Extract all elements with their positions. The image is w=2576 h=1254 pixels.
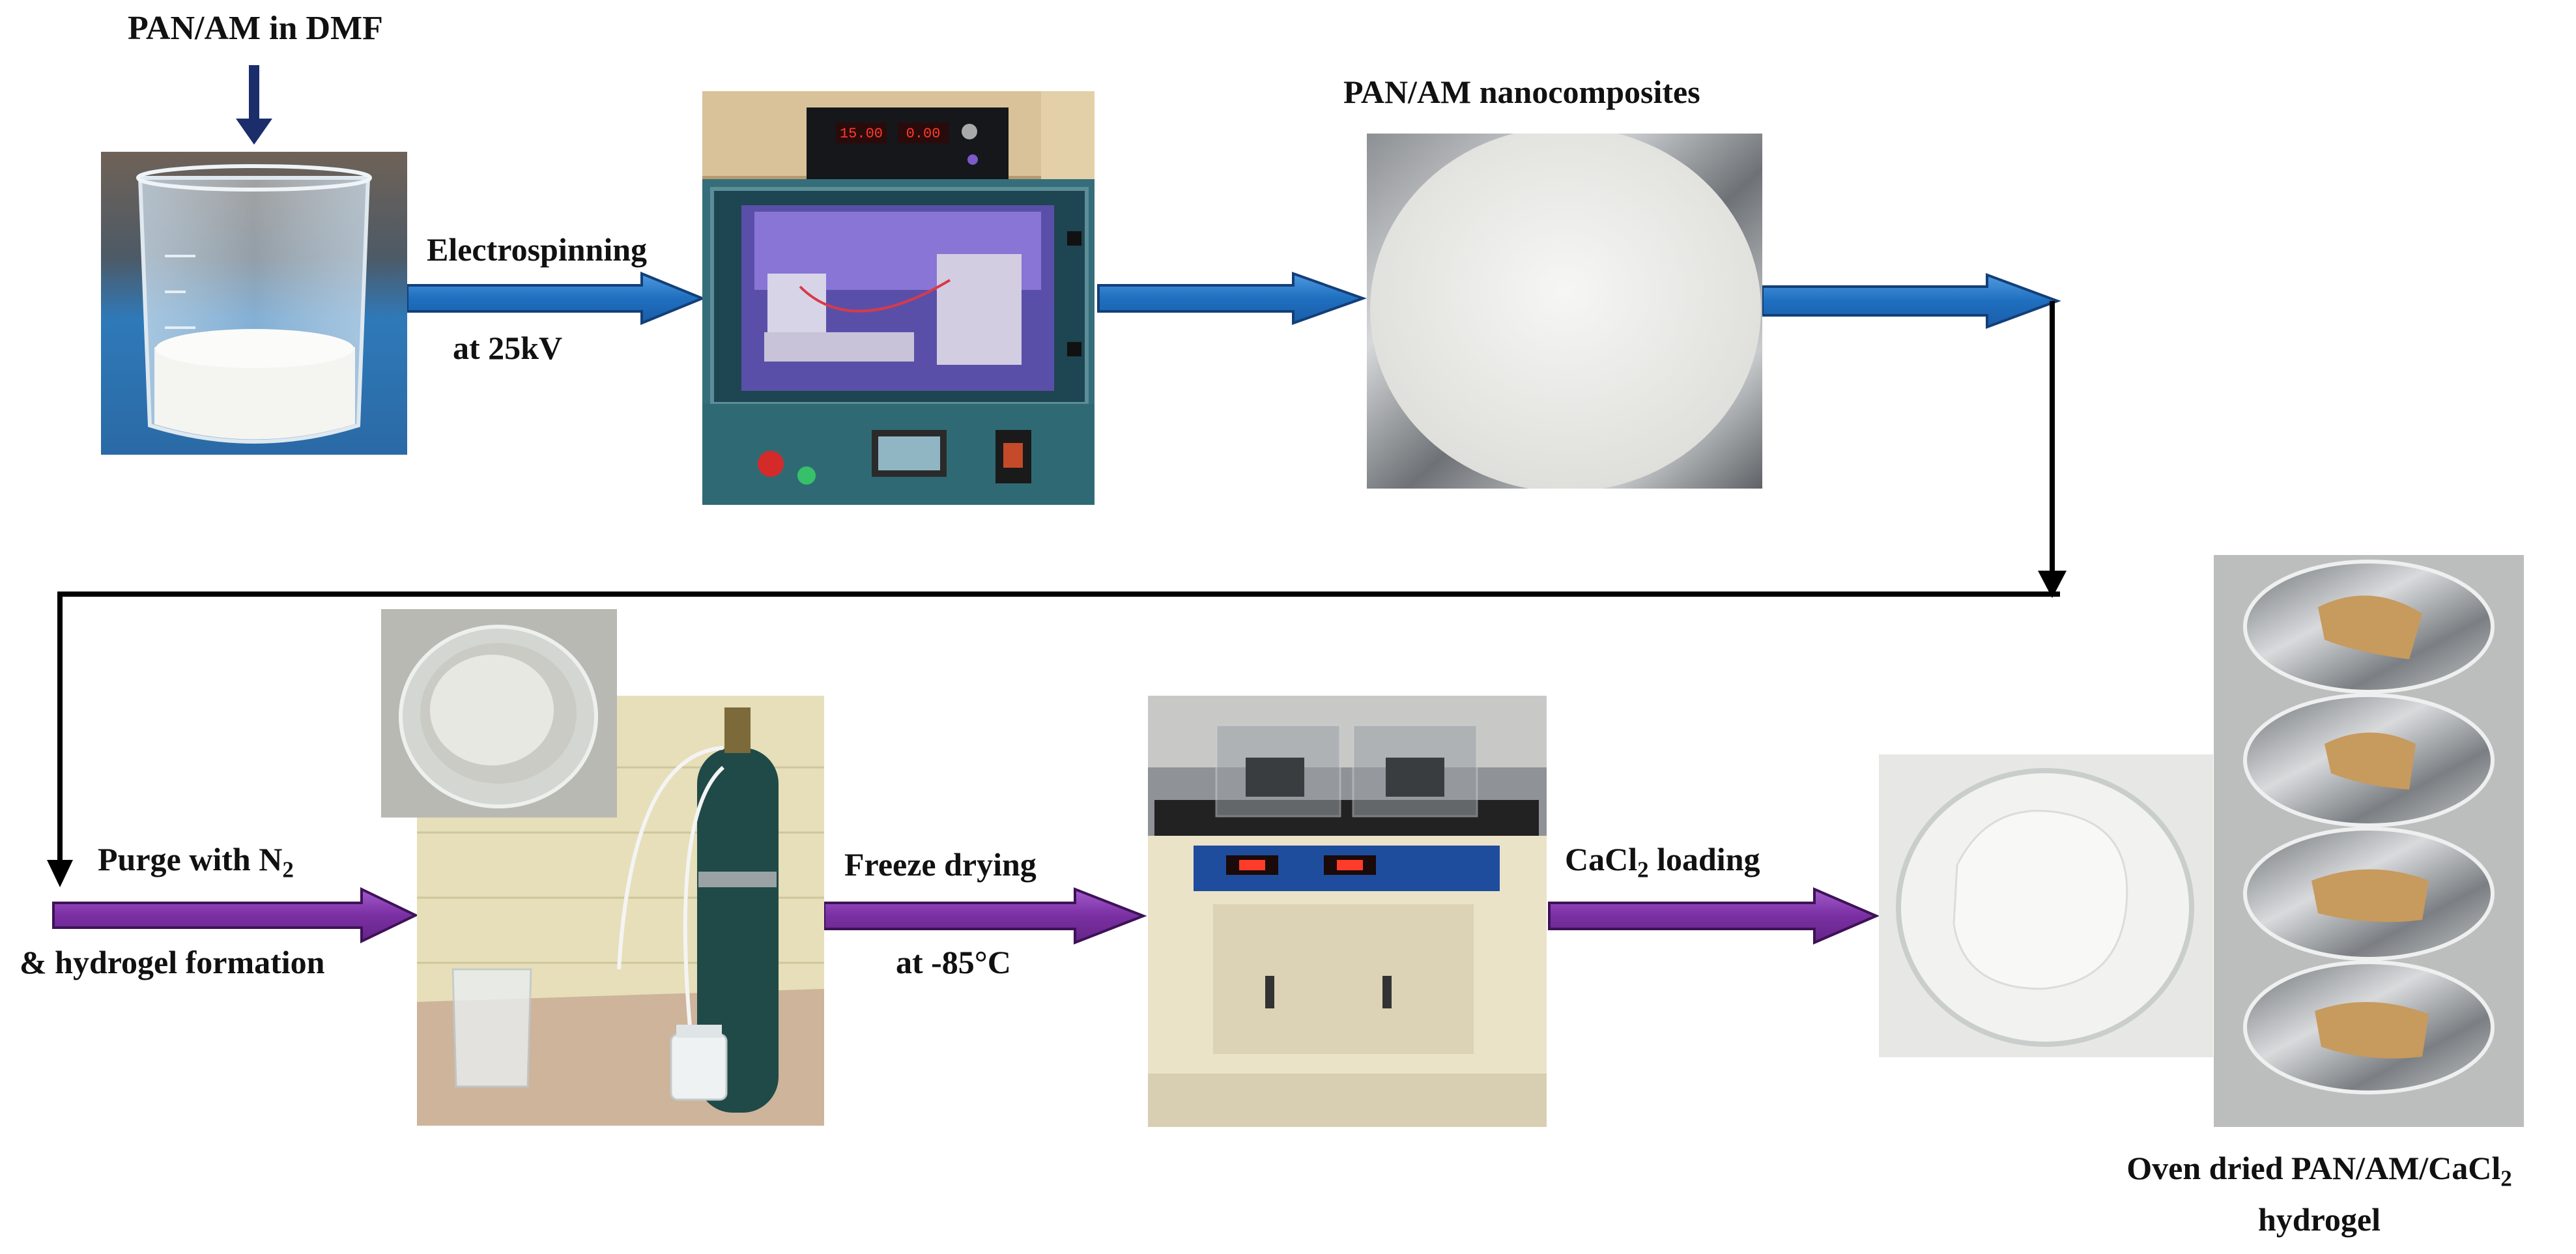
label-cacl-loading: CaCl2 loading bbox=[1565, 840, 1760, 883]
arrow-electrospinning bbox=[406, 272, 706, 325]
nanocomposite-mat-photo bbox=[1367, 134, 1762, 489]
label-temperature: at -85°C bbox=[896, 944, 1011, 980]
arrow-cacl-loading bbox=[1548, 887, 1880, 945]
label-purge-text: Purge with N bbox=[98, 841, 283, 877]
nitrogen-purge-setup-photo bbox=[417, 696, 824, 1126]
connector-arrowhead-right bbox=[2038, 571, 2067, 598]
label-cacl-suffix: loading bbox=[1648, 841, 1760, 877]
connector-line bbox=[57, 301, 2060, 870]
voltage-display: 15.00 bbox=[840, 126, 883, 142]
label-final-product: Oven dried PAN/AM/CaCl2 hydrogel bbox=[2072, 1148, 2567, 1240]
label-final-line2: hydrogel bbox=[2258, 1201, 2381, 1238]
label-electrospinning: Electrospinning bbox=[427, 231, 648, 268]
label-freeze-drying: Freeze drying bbox=[844, 846, 1037, 883]
arrow-freeze-drying bbox=[823, 887, 1147, 945]
electrospinning-machine-photo: 15.00 0.00 bbox=[702, 91, 1095, 505]
arrow-to-nanocomposites bbox=[1097, 272, 1367, 325]
label-purge-subscript: 2 bbox=[282, 857, 294, 883]
down-arrow-start bbox=[236, 65, 272, 145]
label-cacl-subscript: 2 bbox=[1637, 857, 1649, 883]
label-start-solution: PAN/AM in DMF bbox=[128, 10, 383, 47]
label-nanocomposites: PAN/AM nanocomposites bbox=[1343, 74, 1700, 110]
label-final-line1: Oven dried PAN/AM/CaCl2 bbox=[2072, 1148, 2567, 1199]
beaker-photo bbox=[101, 152, 407, 455]
label-hydrogel-formation: & hydrogel formation bbox=[20, 944, 325, 980]
current-display: 0.00 bbox=[906, 126, 941, 142]
label-final-text: Oven dried PAN/AM/CaCl bbox=[2126, 1150, 2501, 1186]
arrow-purge bbox=[52, 887, 419, 944]
hydrogel-dish-inset bbox=[381, 609, 617, 818]
label-voltage: at 25kV bbox=[453, 330, 563, 366]
connector-arrowhead-left bbox=[47, 860, 73, 887]
label-purge: Purge with N2 bbox=[98, 840, 294, 883]
oven-dried-hydrogel-photo bbox=[2214, 555, 2524, 1127]
arrow-to-connector bbox=[1761, 273, 2061, 329]
cacl2-loaded-hydrogel-photo bbox=[1879, 754, 2213, 1057]
freeze-dryer-photo bbox=[1148, 696, 1547, 1127]
label-final-subscript: 2 bbox=[2500, 1165, 2512, 1191]
label-cacl-text: CaCl bbox=[1565, 841, 1638, 877]
